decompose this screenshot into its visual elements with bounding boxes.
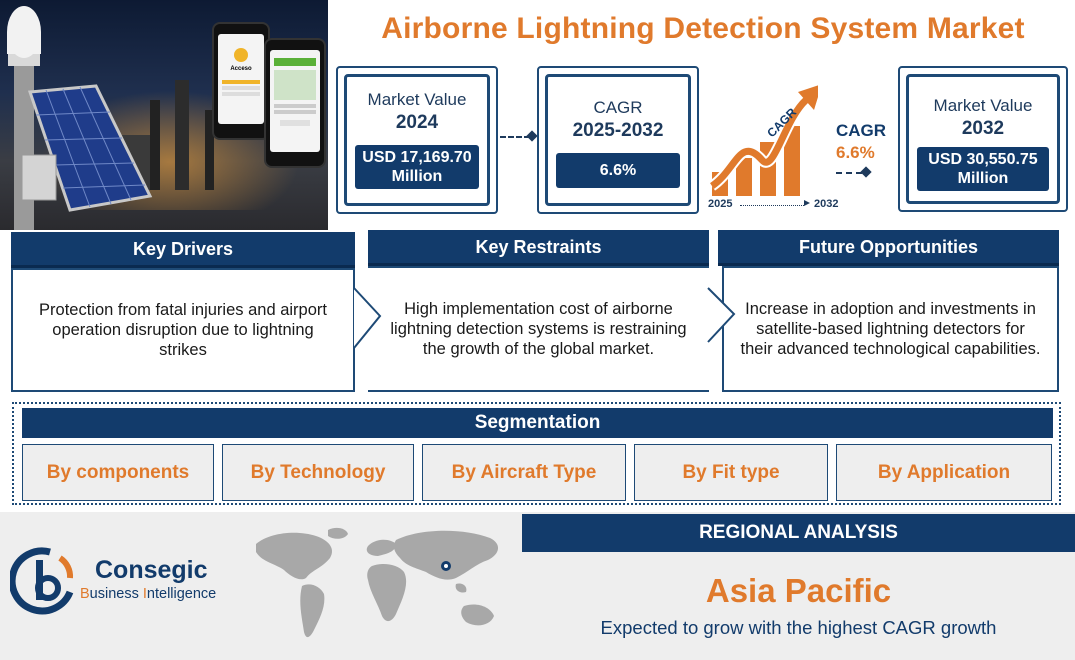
future-opportunities-text: Increase in adoption and investments in … [722,266,1059,392]
cagr-end-year: 2032 [814,198,839,210]
connector-line [836,172,862,174]
chevron-right-icon [353,287,382,349]
sensor-and-solar-panel-icon [7,6,153,230]
cagr-label: CAGR [593,98,643,117]
market-value-amount: USD 17,169.70 Million [355,145,479,189]
segment-by-technology: By Technology [222,444,414,501]
hero-image: Acceso [0,0,328,230]
segmentation-title: Segmentation [22,408,1053,438]
cagr-start-year: 2025 [708,198,733,210]
cagr-side-value: 6.6% [836,143,875,162]
growth-chart-icon: CAGR [708,85,818,196]
world-map-icon [256,527,499,638]
phone-mockup: Acceso [212,22,270,140]
market-value-label: Market Value [367,90,467,109]
market-value-2024-card: Market Value 2024 USD 17,169.70 Million [336,66,498,214]
segment-by-aircraft-type: By Aircraft Type [422,444,626,501]
segmentation-panel: Segmentation By components By Technology… [12,402,1061,505]
region-subtitle: Expected to grow with the highest CAGR g… [600,617,997,638]
key-drivers-header: Key Drivers [11,232,355,268]
chevron-right-icon [707,287,736,343]
regional-analysis-header: REGIONAL ANALYSIS [522,514,1075,552]
market-value-year: 2024 [395,112,439,133]
region-name: Asia Pacific [705,572,892,609]
logo-tagline: Business Intelligence [80,586,217,602]
segment-by-components: By components [22,444,214,501]
cagr-period: 2025-2032 [572,120,664,141]
segment-by-fit-type: By Fit type [634,444,828,501]
cagr-side-label: CAGR [836,121,887,140]
future-opportunities-header: Future Opportunities [718,230,1059,266]
cagr-value: 6.6% [556,153,680,188]
cagr-card: CAGR 2025-2032 6.6% [537,66,699,214]
phone-mockup [264,38,326,168]
market-value-amount: USD 30,550.75 Million [917,147,1049,191]
market-value-2032-card: Market Value 2032 USD 30,550.75 Million [898,66,1068,212]
key-restraints-header: Key Restraints [368,230,709,266]
connector-line [500,136,530,138]
connector-diamond [526,130,538,142]
market-value-year: 2032 [961,118,1005,139]
key-drivers-text: Protection from fatal injuries and airpo… [11,268,355,392]
segment-by-application: By Application [836,444,1052,501]
connector-diamond [860,166,872,178]
key-restraints-text: High implementation cost of airborne lig… [368,266,709,392]
logo-name: Consegic [95,556,208,584]
timeline-line [740,205,804,206]
consegic-logo-icon [10,547,74,615]
phone-screen-title: Acceso [230,66,252,72]
page-title: Airborne Lightning Detection System Mark… [381,12,1025,45]
timeline-arrow [804,200,810,206]
market-value-label: Market Value [933,96,1033,115]
